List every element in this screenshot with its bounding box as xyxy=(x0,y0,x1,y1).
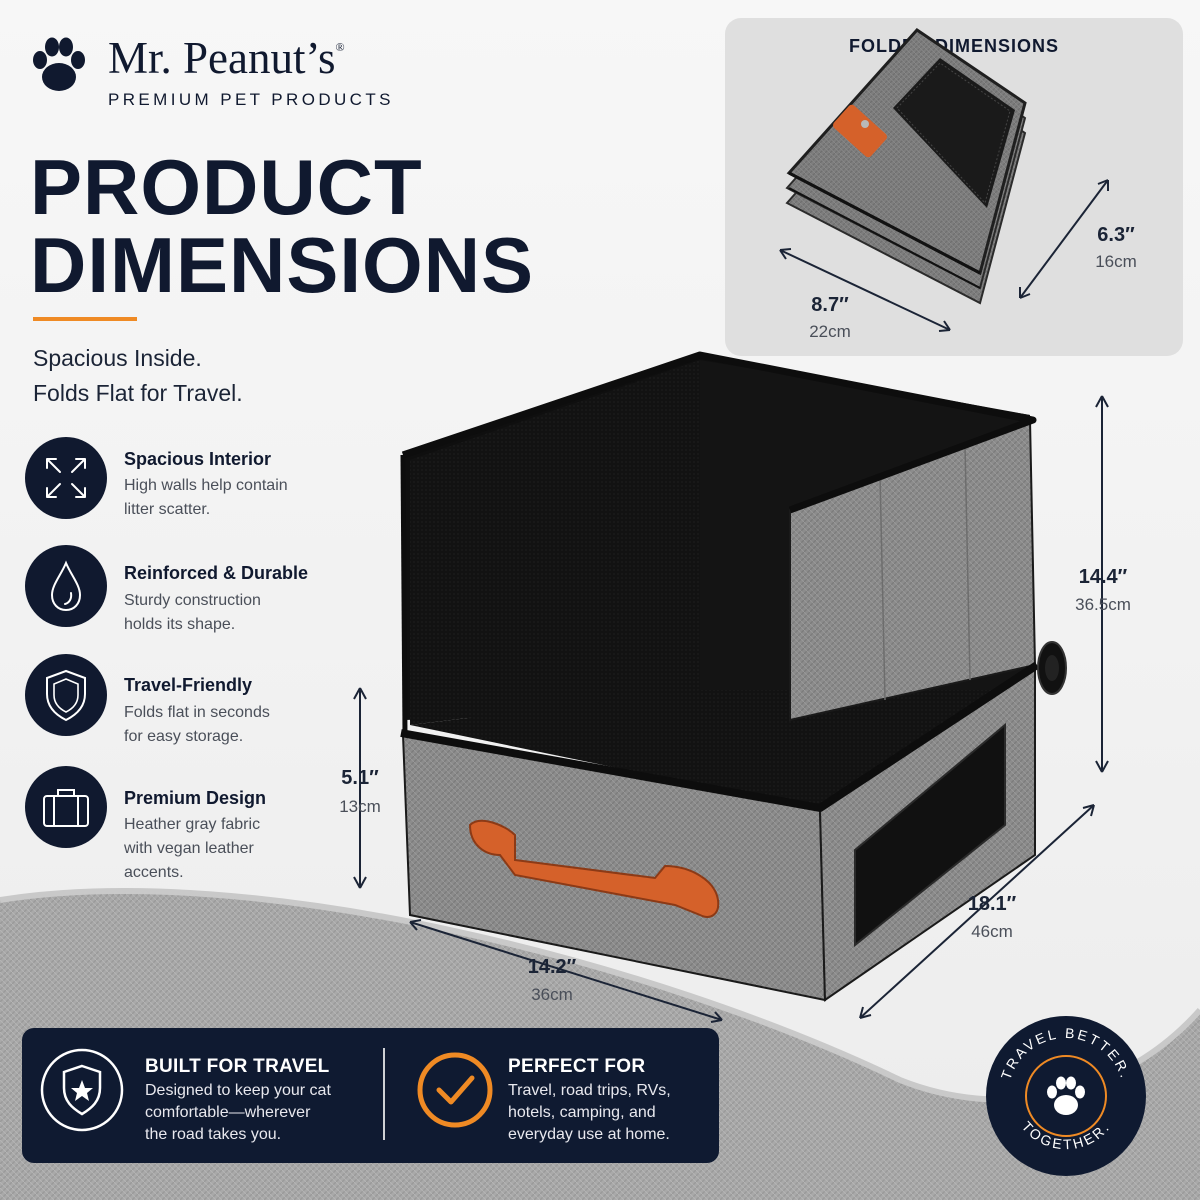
built-for-travel-title: BUILT FOR TRAVEL xyxy=(145,1056,330,1077)
perfect-for-line: Travel, road trips, RVs, xyxy=(508,1082,671,1099)
feature-icon-circle xyxy=(25,654,107,736)
check-circle-icon xyxy=(417,1052,493,1128)
water-drop-icon xyxy=(50,560,82,612)
tagline-line1: Spacious Inside. xyxy=(33,345,202,371)
expand-arrows-icon xyxy=(46,458,86,498)
headline-line2: DIMENSIONS xyxy=(30,221,535,309)
feature-desc-line: litter scatter. xyxy=(124,501,211,518)
folded-depth-in: 6.3″ xyxy=(1097,224,1135,246)
brand-subtitle: PREMIUM PET PRODUCTS xyxy=(108,90,394,109)
feature-desc-line: accents. xyxy=(124,864,184,881)
folded-box-illustration xyxy=(779,28,1109,332)
feature-icon-circle xyxy=(25,766,107,848)
brand-name-text: Mr. Peanut’s xyxy=(108,33,336,83)
paw-logo-icon xyxy=(33,37,85,91)
built-for-travel-desc: Designed to keep your cat comfortable—wh… xyxy=(145,1080,370,1146)
folded-depth-cm: 16cm xyxy=(1095,252,1137,271)
tagline-line2: Folds Flat for Travel. xyxy=(33,380,243,406)
feature-desc-premium: Heather gray fabric with vegan leather a… xyxy=(124,813,324,885)
folded-width-cm: 22cm xyxy=(809,322,851,341)
suitcase-icon xyxy=(43,789,89,827)
badge-paw-icon xyxy=(1047,1076,1085,1115)
travel-better-badge: TRAVEL BETTER. TOGETHER. xyxy=(986,1016,1146,1176)
base-height-cm: 13cm xyxy=(339,797,381,816)
perfect-for-desc: Travel, road trips, RVs, hotels, camping… xyxy=(508,1080,713,1146)
feature-desc-line: with vegan leather xyxy=(124,840,254,857)
folded-width-in: 8.7″ xyxy=(811,294,849,316)
feature-title-durable: Reinforced & Durable xyxy=(124,563,309,583)
width-cm: 36cm xyxy=(531,985,573,1004)
brand-name: Mr. Peanut’s® xyxy=(108,32,345,84)
feature-desc-line: Sturdy construction xyxy=(124,592,261,609)
feature-desc-line: holds its shape. xyxy=(124,616,236,633)
feature-title-premium: Premium Design xyxy=(124,788,267,808)
built-for-travel-line: comfortable—wherever xyxy=(145,1104,311,1121)
depth-in: 18.1″ xyxy=(967,893,1017,915)
feature-title-travel: Travel-Friendly xyxy=(124,675,253,695)
perfect-for-line: everyday use at home. xyxy=(508,1126,670,1143)
accent-underline xyxy=(33,317,137,321)
feature-title-spacious: Spacious Interior xyxy=(124,449,272,469)
depth-cm: 46cm xyxy=(971,922,1013,941)
width-in: 14.2″ xyxy=(527,956,577,978)
feature-desc-line: Folds flat in seconds xyxy=(124,704,270,721)
feature-desc-line: for easy storage. xyxy=(124,728,244,745)
height-cm: 36.5cm xyxy=(1075,595,1131,614)
base-height-in: 5.1″ xyxy=(341,767,379,789)
feature-desc-travel: Folds flat in seconds for easy storage. xyxy=(124,701,324,749)
feature-icon-circle xyxy=(25,437,107,519)
perfect-for-title: PERFECT FOR xyxy=(508,1056,646,1077)
feature-desc-line: High walls help contain xyxy=(124,477,288,494)
bottom-info-bar xyxy=(22,1028,719,1163)
feature-icon-circle xyxy=(25,545,107,627)
headline-line1: PRODUCT xyxy=(30,143,423,231)
registered-mark: ® xyxy=(335,40,345,54)
feature-desc-line: Heather gray fabric xyxy=(124,816,261,833)
built-for-travel-line: the road takes you. xyxy=(145,1126,282,1143)
shield-icon xyxy=(46,669,86,722)
feature-desc-spacious: High walls help contain litter scatter. xyxy=(124,474,324,522)
perfect-for-line: hotels, camping, and xyxy=(508,1104,656,1121)
star-shield-icon xyxy=(40,1048,124,1132)
bottom-divider xyxy=(383,1048,385,1140)
feature-desc-durable: Sturdy construction holds its shape. xyxy=(124,589,324,637)
height-in: 14.4″ xyxy=(1078,566,1128,588)
built-for-travel-line: Designed to keep your cat xyxy=(145,1082,331,1099)
